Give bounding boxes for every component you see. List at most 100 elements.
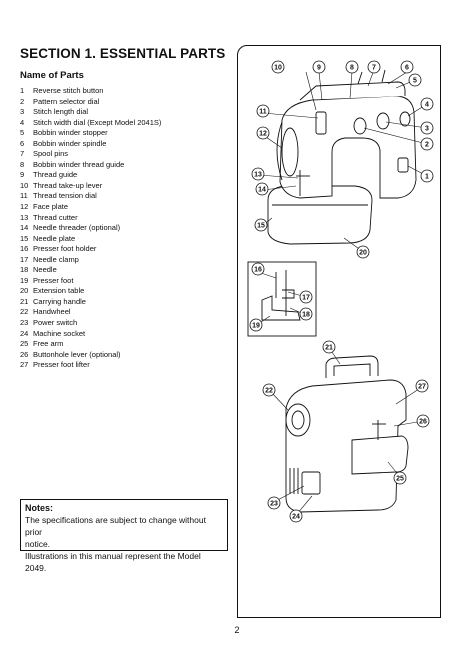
machine-back-view	[285, 355, 409, 513]
machine-front-view	[267, 69, 417, 245]
part-number: 4	[20, 117, 25, 127]
callout-16: 16	[251, 262, 265, 276]
callout-label: 11	[259, 109, 267, 116]
callout-23: 23	[267, 496, 281, 510]
part-item: 4 Stitch width dial (Except Model 2041S)	[20, 118, 161, 129]
part-name: Reverse stitch button	[33, 86, 104, 95]
part-number: 3	[20, 107, 25, 117]
part-item: 19 Presser foot	[20, 276, 161, 287]
callout-19: 19	[249, 318, 263, 332]
illustration-frame	[237, 45, 441, 618]
part-item: 1 Reverse stitch button	[20, 86, 161, 97]
callout-label: 12	[259, 131, 267, 138]
callout-label: 13	[254, 172, 262, 179]
callout-label: 21	[325, 345, 333, 352]
callout-18: 18	[299, 307, 313, 321]
part-name: Bobbin winder spindle	[33, 138, 107, 148]
part-name: Stitch width dial (Except Model 2041S)	[33, 117, 162, 127]
part-name: Carrying handle	[33, 296, 86, 306]
part-name: Needle plate	[33, 233, 76, 243]
part-number: 14	[20, 223, 29, 233]
callout-22: 22	[262, 383, 276, 397]
callout-label: 25	[396, 476, 404, 483]
part-name: Stitch length dial	[33, 107, 89, 117]
part-item: 12 Face plate	[20, 202, 161, 213]
callout-label: 16	[254, 267, 262, 274]
part-number: 10	[20, 180, 29, 190]
part-name: Presser foot lifter	[33, 360, 90, 370]
part-number: 24	[20, 328, 29, 338]
part-name: Spool pins	[33, 149, 69, 159]
callout-label: 10	[274, 65, 282, 72]
part-number: 18	[20, 265, 29, 275]
part-number: 8	[20, 159, 25, 169]
callout-label: 2	[425, 142, 429, 149]
callout-21: 21	[322, 340, 336, 354]
part-number: 9	[20, 170, 25, 180]
part-name: Needle threader (optional)	[33, 223, 121, 233]
part-name: Handwheel	[33, 307, 71, 317]
part-name: Thread cutter	[33, 212, 78, 222]
callout-25: 25	[393, 471, 407, 485]
callout-2: 2	[420, 137, 434, 151]
part-number: 2	[20, 96, 25, 106]
part-item: 22 Handwheel	[20, 307, 161, 318]
part-number: 19	[20, 275, 29, 285]
callout-label: 9	[317, 65, 321, 72]
part-item: 3 Stitch length dial	[20, 107, 161, 118]
part-number: 1	[20, 86, 25, 95]
part-number: 20	[20, 286, 29, 296]
part-name: Needle	[33, 265, 57, 275]
notes-line: The specifications are subject to change…	[25, 515, 206, 537]
part-number: 25	[20, 339, 29, 349]
part-item: 10 Thread take-up lever	[20, 181, 161, 192]
callout-15: 15	[254, 218, 268, 232]
notes-line: notice.	[25, 539, 51, 549]
callout-17: 17	[299, 290, 313, 304]
notes-line: Illustrations in this manual represent t…	[25, 551, 201, 573]
part-number: 22	[20, 307, 29, 317]
part-name: Face plate	[33, 202, 69, 212]
callout-label: 7	[372, 65, 376, 72]
part-item: 14 Needle threader (optional)	[20, 223, 161, 234]
callout-label: 8	[350, 65, 354, 72]
callout-label: 5	[413, 78, 417, 85]
callout-label: 20	[359, 250, 367, 257]
presser-foot-detail	[261, 270, 301, 321]
part-name: Presser foot holder	[33, 244, 97, 254]
callout-12: 12	[256, 126, 270, 140]
callout-4: 4	[420, 97, 434, 111]
callout-label: 6	[405, 65, 409, 72]
part-number: 6	[20, 138, 25, 148]
part-name: Machine socket	[33, 328, 86, 338]
callout-24: 24	[289, 509, 303, 523]
callout-9: 9	[312, 60, 326, 74]
callout-label: 18	[302, 312, 310, 319]
part-name: Extension table	[33, 286, 85, 296]
callout-6: 6	[400, 60, 414, 74]
part-item: 6 Bobbin winder spindle	[20, 139, 161, 150]
part-name: Presser foot	[33, 275, 74, 285]
callout-8: 8	[345, 60, 359, 74]
callout-14: 14	[255, 182, 269, 196]
part-number: 12	[20, 202, 29, 212]
callout-11: 11	[256, 104, 270, 118]
callout-13: 13	[251, 167, 265, 181]
part-name: Thread take-up lever	[33, 180, 103, 190]
part-name: Power switch	[33, 318, 78, 328]
callout-label: 17	[302, 295, 310, 302]
section-title: SECTION 1. ESSENTIAL PARTS	[20, 46, 226, 61]
callout-27: 27	[415, 379, 429, 393]
callout-label: 19	[252, 323, 260, 330]
